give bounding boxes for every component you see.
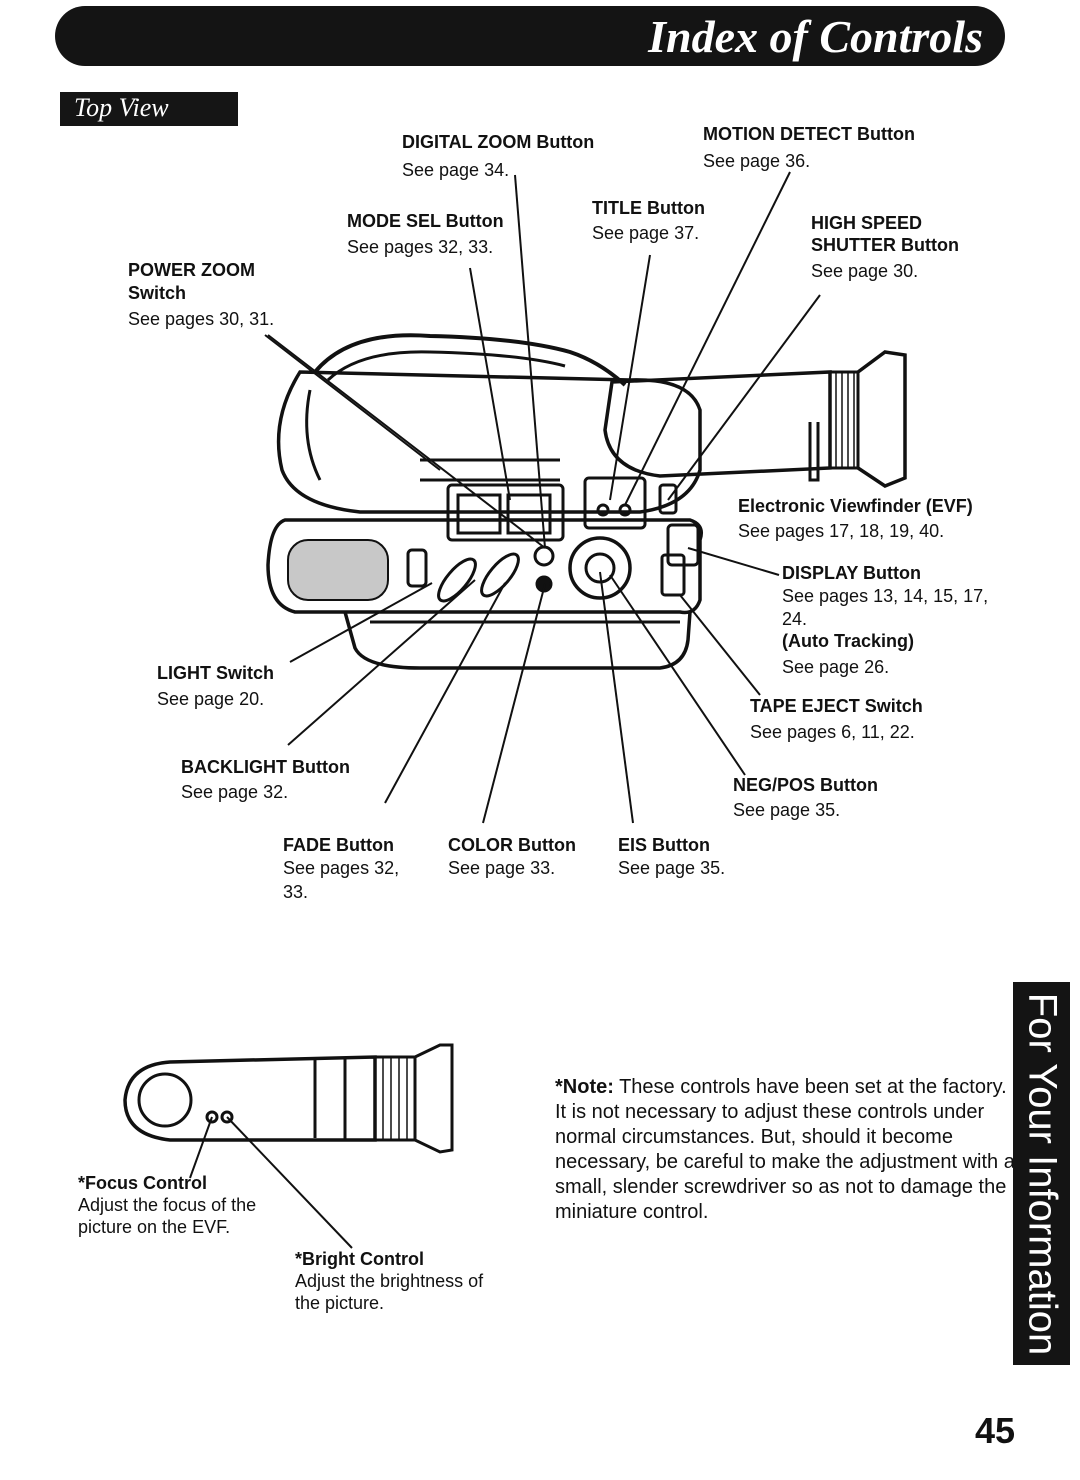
evf-detail-illustration: [123, 1043, 454, 1249]
display-page-1: See pages 13, 14, 15, 17,: [782, 586, 989, 606]
neg-pos-page: See page 35.: [733, 800, 841, 820]
mode-sel-label: MODE SEL Button: [347, 211, 504, 231]
display-label: DISPLAY Button: [782, 563, 922, 583]
tape-eject-label: TAPE EJECT Switch: [750, 696, 923, 716]
page-number: 45: [974, 1410, 1015, 1451]
display-page-2: 24.: [782, 609, 808, 629]
high-speed-label-1: HIGH SPEED: [811, 213, 923, 233]
title-button-page: See page 37.: [592, 223, 700, 243]
color-page: See page 33.: [448, 858, 556, 878]
title-button-label: TITLE Button: [592, 198, 705, 218]
power-zoom-page: See pages 30, 31.: [128, 309, 275, 329]
evf-label: Electronic Viewfinder (EVF): [738, 496, 973, 516]
light-switch-label: LIGHT Switch: [157, 663, 274, 683]
evf-page: See pages 17, 18, 19, 40.: [738, 521, 945, 541]
fade-page-2: 33.: [283, 882, 309, 902]
motion-detect-label: MOTION DETECT Button: [703, 124, 915, 144]
note-paragraph: *Note: These controls have been set at t…: [555, 1075, 1015, 1225]
digital-zoom-label: DIGITAL ZOOM Button: [402, 132, 595, 152]
auto-tracking-page: See page 26.: [782, 657, 890, 677]
eis-label: EIS Button: [618, 835, 710, 855]
focus-control-label: *Focus Control: [78, 1173, 207, 1193]
digital-zoom-page: See page 34.: [402, 160, 510, 180]
eis-page: See page 35.: [618, 858, 726, 878]
power-zoom-label-1: POWER ZOOM: [128, 260, 255, 280]
high-speed-label-2: SHUTTER Button: [811, 235, 959, 255]
bright-control-label: *Bright Control: [295, 1249, 424, 1269]
focus-control-desc-1: Adjust the focus of the: [78, 1195, 257, 1215]
focus-control-desc-2: picture on the EVF.: [78, 1217, 231, 1237]
bright-control-desc-2: the picture.: [295, 1293, 385, 1313]
section-heading-box: Top View: [60, 92, 238, 126]
auto-tracking-label: (Auto Tracking): [782, 631, 915, 651]
side-tab-label: For Your Information: [1020, 992, 1064, 1355]
section-title: Top View: [74, 93, 169, 122]
power-zoom-label-2: Switch: [128, 283, 187, 303]
backlight-page: See page 32.: [181, 782, 289, 802]
fade-page-1: See pages 32,: [283, 858, 400, 878]
mode-sel-page: See pages 32, 33.: [347, 237, 494, 257]
tape-eject-page: See pages 6, 11, 22.: [750, 722, 915, 742]
motion-detect-page: See page 36.: [703, 151, 811, 171]
title-banner: Index of Controls: [55, 6, 1005, 66]
side-tab: For Your Information: [1013, 982, 1070, 1365]
light-switch-page: See page 20.: [157, 689, 265, 709]
note-lead: *Note:: [555, 1076, 614, 1098]
neg-pos-label: NEG/POS Button: [733, 775, 878, 795]
fade-label: FADE Button: [283, 835, 394, 855]
bright-control-desc-1: Adjust the brightness of: [295, 1271, 484, 1291]
page-title: Index of Controls: [648, 11, 983, 62]
backlight-label: BACKLIGHT Button: [181, 757, 350, 777]
high-speed-page: See page 30.: [811, 261, 919, 281]
color-label: COLOR Button: [448, 835, 576, 855]
note-text: These controls have been set at the fact…: [555, 1076, 1015, 1223]
